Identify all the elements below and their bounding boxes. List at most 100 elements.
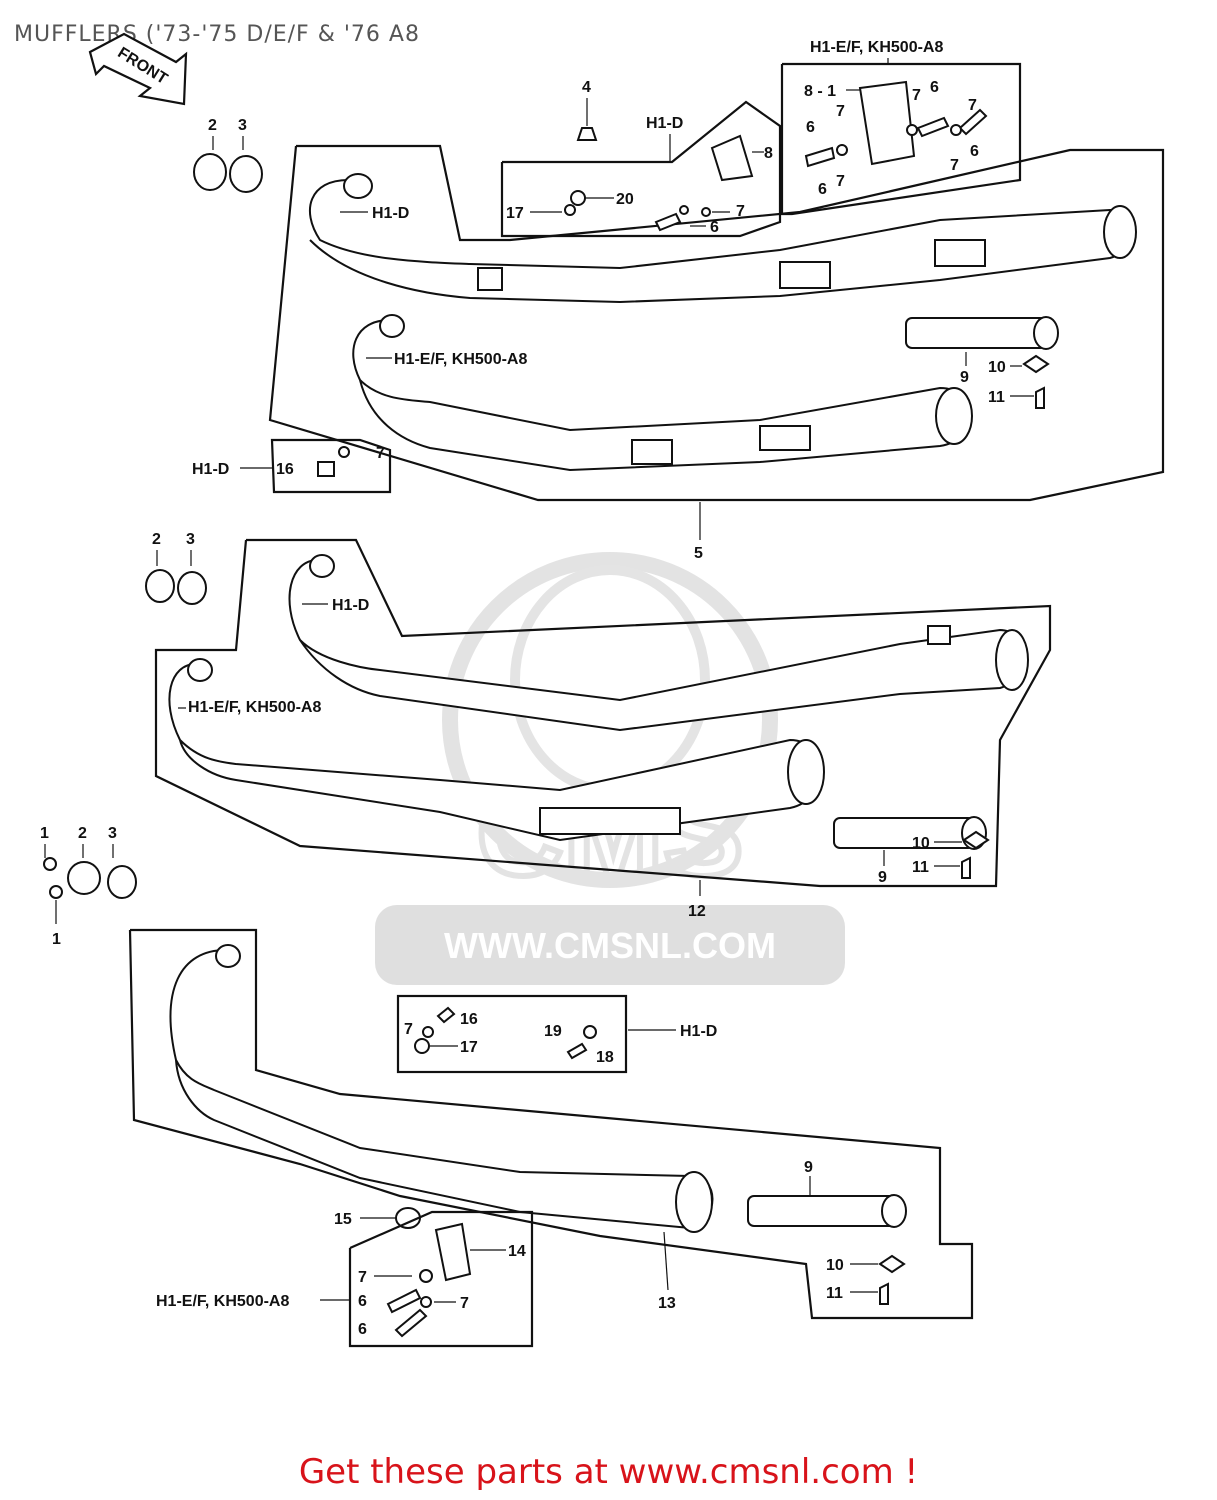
inset-h1d-top: H1-D 8 20 17 7 6 bbox=[500, 100, 782, 238]
gasket-2 bbox=[193, 153, 227, 191]
callout-16: 16 bbox=[460, 1011, 478, 1028]
callout-6: 6 bbox=[358, 1293, 367, 1310]
muffler-tab bbox=[631, 439, 673, 465]
callout-10: 10 bbox=[912, 835, 930, 852]
nut-icon bbox=[576, 127, 598, 141]
callout-6: 6 bbox=[806, 119, 815, 136]
washer-icon bbox=[962, 830, 990, 850]
gasket-group-top: 2 3 bbox=[193, 117, 263, 193]
muffler-h1ef-upper bbox=[352, 319, 971, 472]
washer-icon bbox=[701, 207, 711, 217]
variant-label-h1ef: H1-E/F, KH500-A8 bbox=[188, 699, 321, 716]
gasket-group-lower: 1 2 3 1 bbox=[40, 825, 137, 948]
variant-label-h1ef-top: H1-E/F, KH500-A8 bbox=[810, 39, 943, 56]
callout-7: 7 bbox=[460, 1295, 469, 1312]
washer-icon bbox=[950, 124, 962, 136]
callout-7: 7 bbox=[968, 97, 977, 114]
callout-7: 7 bbox=[358, 1269, 367, 1286]
page-title: MUFFLERS ('73-'75 D/E/F & '76 A8 bbox=[14, 22, 420, 47]
callout-1: 1 bbox=[40, 825, 49, 842]
callout-20: 20 bbox=[616, 191, 634, 208]
muffler-h1d-lower bbox=[288, 559, 1024, 732]
bolt-icon bbox=[654, 212, 682, 232]
callout-7: 7 bbox=[912, 87, 921, 104]
variant-label-h1ef-lower: H1-E/F, KH500-A8 bbox=[156, 1293, 289, 1310]
nut-icon bbox=[43, 857, 57, 871]
screw-icon bbox=[879, 1282, 889, 1305]
baffle-tube bbox=[905, 317, 1047, 349]
muffler-outlet bbox=[675, 1171, 713, 1233]
callout-6: 6 bbox=[710, 219, 719, 236]
variant-label-h1d: H1-D bbox=[372, 205, 409, 222]
panel-5 bbox=[268, 144, 1165, 502]
clamp-8 bbox=[710, 134, 754, 182]
callout-7: 7 bbox=[836, 103, 845, 120]
washer-icon bbox=[420, 1296, 432, 1308]
pipe-inlet bbox=[215, 944, 241, 968]
muffler-13 bbox=[169, 949, 714, 1230]
section-muffler-5: H1-D H1-E/F, KH500-A8 9 10 11 5 H1-D 16 … bbox=[192, 144, 1165, 562]
muffler-outlet bbox=[1103, 205, 1137, 259]
section-muffler-12: H1-D H1-E/F, KH500-A8 9 10 11 12 bbox=[154, 538, 1052, 920]
nut-icon bbox=[570, 190, 586, 206]
callout-17: 17 bbox=[506, 205, 524, 222]
variant-label-h1d-lower: H1-D bbox=[680, 1023, 717, 1040]
footer-cta-link[interactable]: Get these parts at www.cmsnl.com ! bbox=[298, 1452, 919, 1492]
collar-3 bbox=[229, 155, 263, 193]
collar-3 bbox=[177, 571, 207, 605]
muffler-outlet bbox=[995, 629, 1029, 691]
callout-7: 7 bbox=[836, 173, 845, 190]
callout-6: 6 bbox=[930, 79, 939, 96]
callout-8: 8 bbox=[764, 145, 773, 162]
washer-icon bbox=[564, 204, 576, 216]
bolt-icon bbox=[386, 1288, 422, 1314]
section-muffler-13: 9 10 11 13 15 bbox=[128, 928, 974, 1320]
callout-3: 3 bbox=[238, 117, 247, 134]
callout-5: 5 bbox=[694, 545, 703, 562]
muffler-tab bbox=[927, 625, 951, 645]
callout-2: 2 bbox=[78, 825, 87, 842]
muffler-outlet bbox=[787, 739, 825, 805]
callout-19: 19 bbox=[544, 1023, 562, 1040]
callout-18: 18 bbox=[596, 1049, 614, 1066]
callout-2: 2 bbox=[208, 117, 217, 134]
callout-6: 6 bbox=[818, 181, 827, 198]
callout-9: 9 bbox=[960, 369, 969, 386]
bolt-icon bbox=[958, 108, 988, 136]
muffler-bracket bbox=[779, 261, 831, 289]
callout-3: 3 bbox=[108, 825, 117, 842]
washer-icon bbox=[419, 1269, 433, 1283]
callout-3: 3 bbox=[186, 531, 195, 548]
callout-16: 16 bbox=[276, 461, 294, 478]
watermark-ring bbox=[442, 552, 778, 888]
callout-4: 4 bbox=[582, 79, 591, 96]
baffle-end bbox=[881, 1194, 907, 1228]
inset-h1d-lower: H1-D 16 7 17 19 18 bbox=[396, 994, 717, 1074]
screw-icon bbox=[1035, 386, 1045, 409]
nut-icon bbox=[583, 1025, 597, 1039]
watermark-url: WWW.CMSNL.COM bbox=[444, 925, 776, 966]
collar-3 bbox=[107, 865, 137, 899]
pipe-inlet-h1ef bbox=[379, 314, 405, 338]
baffle-end bbox=[1033, 316, 1059, 350]
bracket-8-1 bbox=[858, 80, 916, 166]
pipe-inlet-h1d bbox=[343, 173, 373, 199]
callout-14: 14 bbox=[508, 1243, 526, 1260]
callout-10: 10 bbox=[826, 1257, 844, 1274]
inset-h1d-16 bbox=[270, 438, 392, 494]
watermark-banner bbox=[375, 905, 845, 985]
nut-4: 4 bbox=[576, 79, 598, 141]
baffle-tube bbox=[833, 817, 975, 849]
pipe-inlet-h1ef bbox=[187, 658, 213, 682]
callout-12: 12 bbox=[688, 903, 706, 920]
callout-17: 17 bbox=[460, 1039, 478, 1056]
parts-diagram: WWW.CMSNL.COM CMS FRONT H1-D H1-E/F, KH5… bbox=[40, 32, 1165, 1348]
muffler-h1ef-lower bbox=[168, 663, 821, 842]
bolt-icon bbox=[436, 1006, 456, 1024]
washer-icon bbox=[878, 1254, 906, 1274]
variant-label-h1d: H1-D bbox=[332, 597, 369, 614]
callout-7: 7 bbox=[950, 157, 959, 174]
washer-icon bbox=[906, 124, 918, 136]
variant-label-h1d-top: H1-D bbox=[646, 115, 683, 132]
callout-6: 6 bbox=[970, 143, 979, 160]
